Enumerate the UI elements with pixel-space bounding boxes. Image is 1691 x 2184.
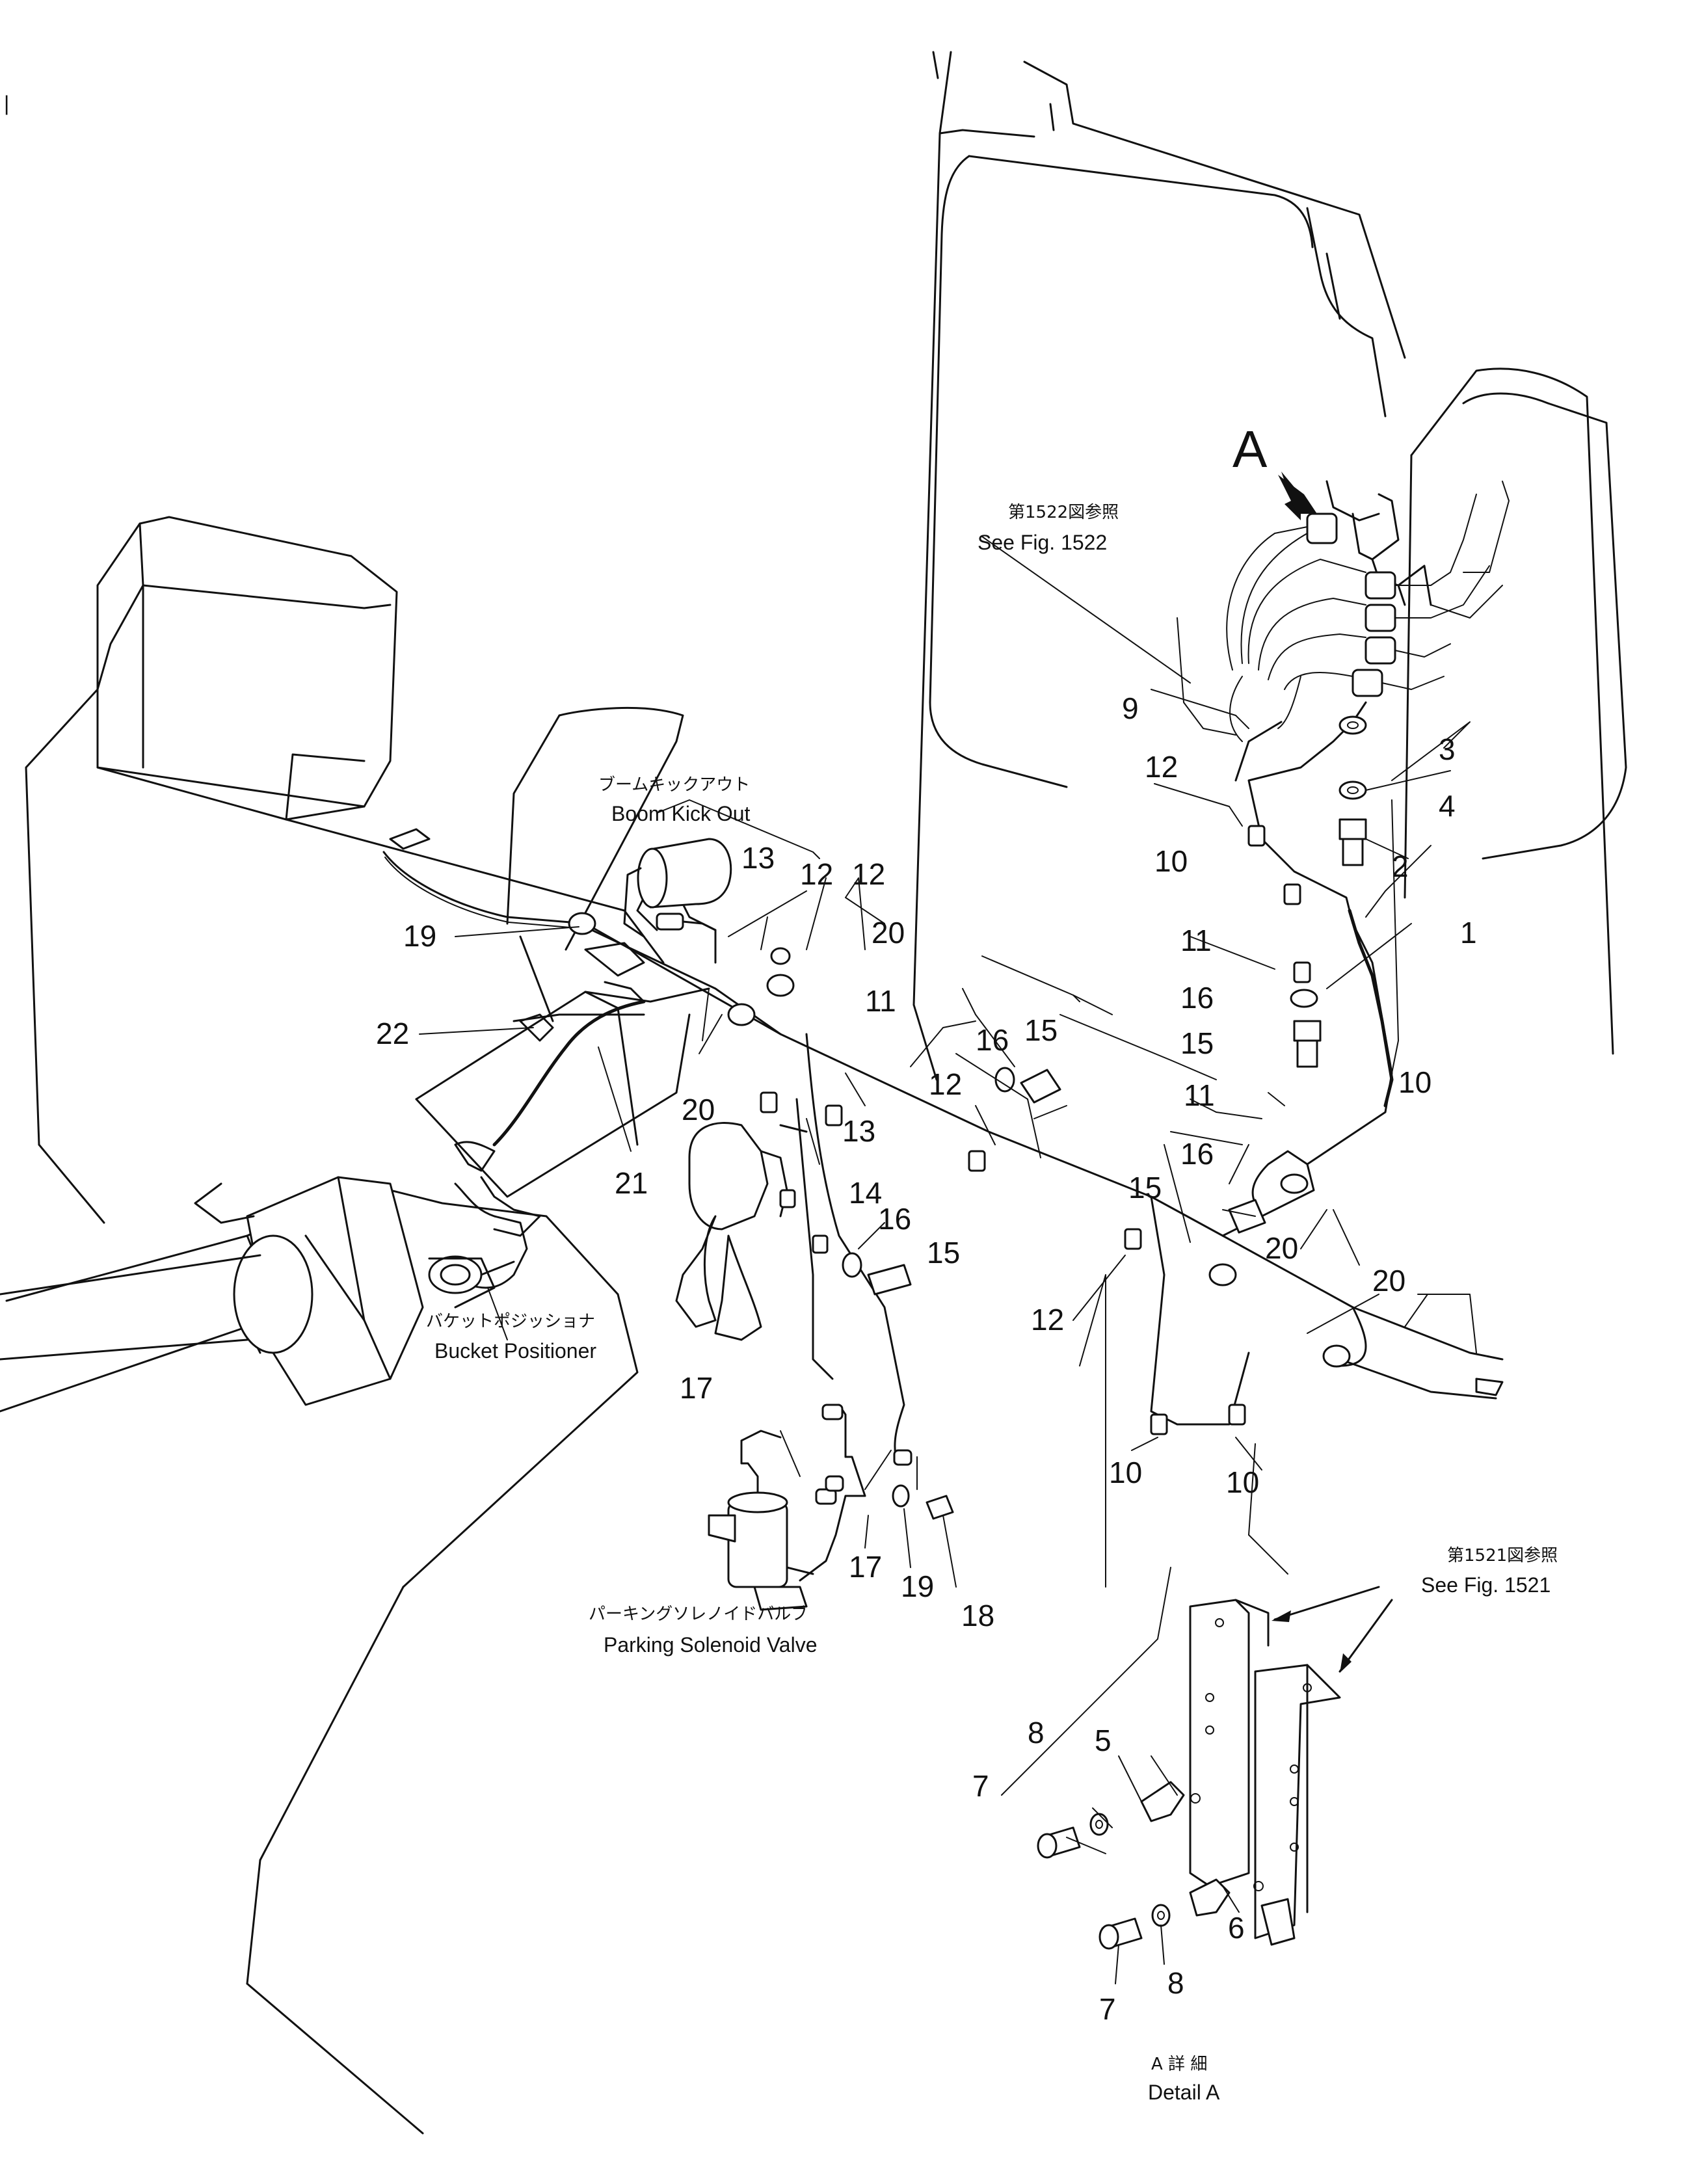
callout-1: 1 (1460, 916, 1477, 950)
callout-20-right-b: 20 (1372, 1264, 1405, 1298)
callout-10-right: 10 (1398, 1065, 1431, 1099)
callout-7-upper: 7 (972, 1769, 989, 1803)
callout-16-mid: 16 (1180, 1137, 1214, 1171)
bucket-positioner-en: Bucket Positioner (434, 1339, 596, 1363)
callout-13-upper: 12 (1145, 750, 1178, 784)
callout-21: 21 (615, 1166, 648, 1200)
callout-15-low: 15 (927, 1236, 960, 1270)
text-labels: A 第1522図参照 See Fig. 1522 ブームキックアウト Boom … (4, 92, 1558, 2104)
callout-16-upper: 16 (1180, 981, 1214, 1015)
callout-2: 2 (1392, 849, 1409, 883)
callout-9: 9 (1122, 691, 1139, 725)
callout-13-top: 12 (852, 857, 885, 891)
see-fig-1521-en: See Fig. 1521 (1421, 1573, 1551, 1597)
callout-16-left: 16 (976, 1023, 1009, 1057)
boom-kick-out-sensor (623, 838, 732, 938)
callout-4: 4 (1439, 789, 1456, 823)
callout-22: 22 (376, 1017, 409, 1050)
corner-mark: | (4, 92, 9, 115)
horn-assembly (675, 1122, 808, 1341)
parking-solenoid-en: Parking Solenoid Valve (604, 1633, 818, 1657)
callout-16-low: 16 (878, 1202, 911, 1236)
callout-20-top: 20 (872, 916, 905, 950)
upper-solenoid-block (1226, 472, 1510, 742)
see-fig-1522-en: See Fig. 1522 (978, 531, 1107, 554)
callout-17-upper: 17 (680, 1371, 713, 1405)
callouts: 3 4 2 1 9 12 10 11 16 15 11 10 16 15 20 … (376, 691, 1477, 2026)
see-fig-1521-jp: 第1521図参照 (1447, 1546, 1558, 1565)
callout-20-left: 19 (403, 919, 436, 953)
callout-15-left: 15 (1024, 1013, 1058, 1047)
callout-12-mid: 12 (929, 1067, 962, 1101)
callout-10-low-b: 10 (1226, 1465, 1259, 1499)
callout-5: 5 (1095, 1724, 1112, 1757)
callout-14-top: 13 (741, 841, 775, 875)
parking-solenoid-valve (708, 1404, 912, 1611)
callout-20-right-a: 20 (1265, 1231, 1298, 1265)
detail-a-brackets (1037, 1586, 1393, 1950)
grommets (389, 825, 1504, 1435)
callout-3: 3 (1439, 732, 1456, 766)
callout-11-upper: 11 (1180, 924, 1212, 957)
boom-kick-out-jp: ブームキックアウト (598, 775, 750, 795)
callout-7-lower: 7 (1099, 1992, 1116, 2026)
callout-6: 6 (1228, 1911, 1245, 1945)
bucket-positioner (428, 1182, 528, 1309)
bucket-positioner-jp: バケットポジッショナ (426, 1312, 595, 1331)
callout-12-low: 12 (1031, 1303, 1064, 1337)
callout-10-low-a: 10 (1109, 1456, 1142, 1489)
callout-11-lower: 11 (1184, 1078, 1215, 1112)
callout-14-mid: 13 (842, 1114, 875, 1148)
callout-8-upper: 8 (1028, 1716, 1045, 1750)
hardware (842, 715, 1367, 1520)
callout-15-upper: 15 (1180, 1026, 1214, 1060)
leader-lines (419, 536, 1477, 1984)
callout-8-lower: 8 (1167, 1966, 1184, 2000)
see-fig-1522-jp: 第1522図参照 (1008, 503, 1119, 522)
cab-outline (912, 51, 1627, 1081)
callout-14-low: 14 (849, 1176, 882, 1210)
boom-arm (0, 516, 684, 2135)
detail-a-en: Detail A (1148, 2081, 1220, 2104)
callout-17-lower: 17 (849, 1550, 882, 1584)
callout-12-center: 11 (865, 984, 896, 1018)
detail-a-jp: A 詳 細 (1151, 2055, 1207, 2074)
boom-kick-out-en: Boom Kick Out (611, 802, 751, 825)
detail-a-marker: A (1232, 420, 1268, 478)
callout-18: 18 (961, 1599, 994, 1632)
callout-10-upper: 10 (1154, 844, 1188, 878)
callout-20-center: 20 (682, 1093, 715, 1126)
callout-15-mid: 15 (1128, 1171, 1162, 1205)
callout-12-top: 12 (800, 857, 833, 891)
parking-solenoid-jp: パーキングソレノイドバルブ (589, 1605, 808, 1624)
left-bracket-cluster (415, 942, 710, 1237)
callout-19: 19 (901, 1569, 934, 1603)
